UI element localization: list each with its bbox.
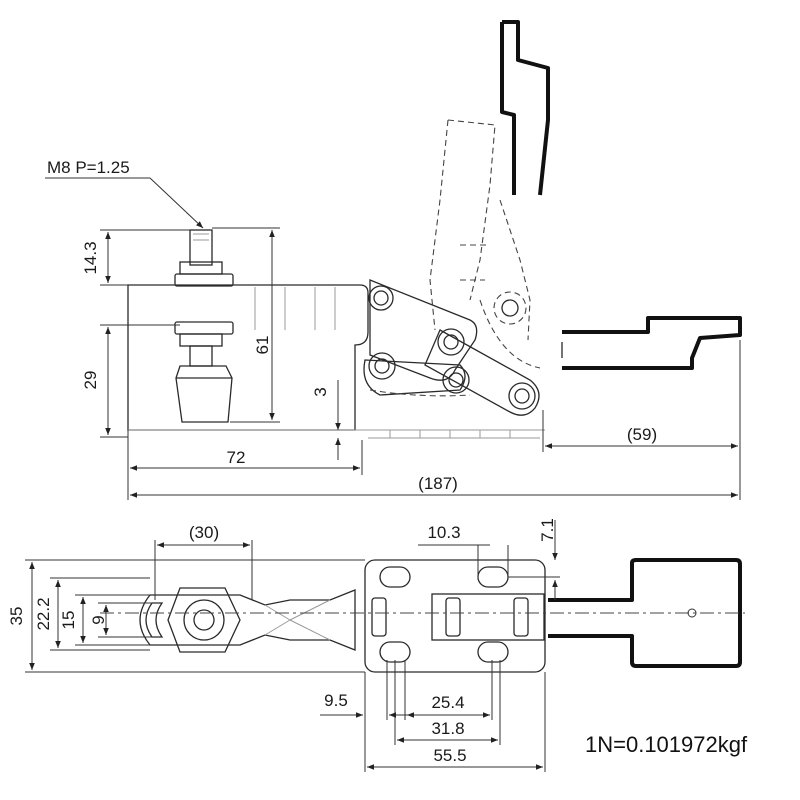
side-view: M8 P=1.25 14.3 29 61 3 72 — [45, 20, 742, 500]
dim-stud-height: 14.3 — [81, 241, 100, 274]
horizontal-dimensions: 72 (59) (187) — [127, 340, 741, 500]
unit-conversion-note: 1N=0.101972kgf — [585, 732, 748, 757]
dim-spindle-travel: (30) — [189, 523, 219, 542]
top-view: 35 22.2 15 9 (30) 10.3 — [7, 518, 745, 772]
dim-hole-pitch-inner: 25.4 — [431, 693, 464, 712]
thread-callout: M8 P=1.25 — [45, 158, 204, 229]
dim-slot-width: 15 — [59, 611, 78, 630]
dim-edge-offset: 9.5 — [324, 691, 348, 710]
top-dimensions: (30) 10.3 7.1 — [154, 518, 560, 600]
dim-hole-spacing-y: 10.3 — [427, 523, 460, 542]
handle-upright — [500, 20, 550, 196]
handle-open-phantom — [369, 119, 541, 397]
base-plate — [364, 559, 546, 673]
handle-horizontal — [561, 316, 742, 370]
bottom-dimensions: 9.5 25.4 31.8 55.5 — [320, 660, 546, 772]
vertical-dimensions: 14.3 29 61 3 — [81, 227, 341, 460]
dim-overall-length: (187) — [418, 474, 458, 493]
dim-hole-offset: 7.1 — [538, 518, 557, 542]
dim-base-length: 55.5 — [433, 746, 466, 765]
top-left-dimensions: 35 22.2 15 9 — [7, 559, 365, 673]
clamp-body — [127, 284, 545, 439]
dim-handle-reach: (59) — [627, 425, 657, 444]
dim-bar-width: 22.2 — [34, 597, 53, 630]
dim-hole-pitch-outer: 31.8 — [431, 719, 464, 738]
dim-total-height: 61 — [253, 336, 272, 355]
dim-base-height: 29 — [81, 371, 100, 390]
dim-body-length: 72 — [227, 448, 246, 467]
spindle-assembly — [174, 229, 234, 423]
dim-slot-inner: 9 — [89, 615, 108, 624]
spindle-arm — [139, 587, 356, 653]
dim-plate-thickness: 3 — [311, 387, 330, 396]
dim-width: 35 — [7, 607, 26, 626]
linkage — [363, 279, 540, 416]
thread-label: M8 P=1.25 — [47, 158, 130, 177]
